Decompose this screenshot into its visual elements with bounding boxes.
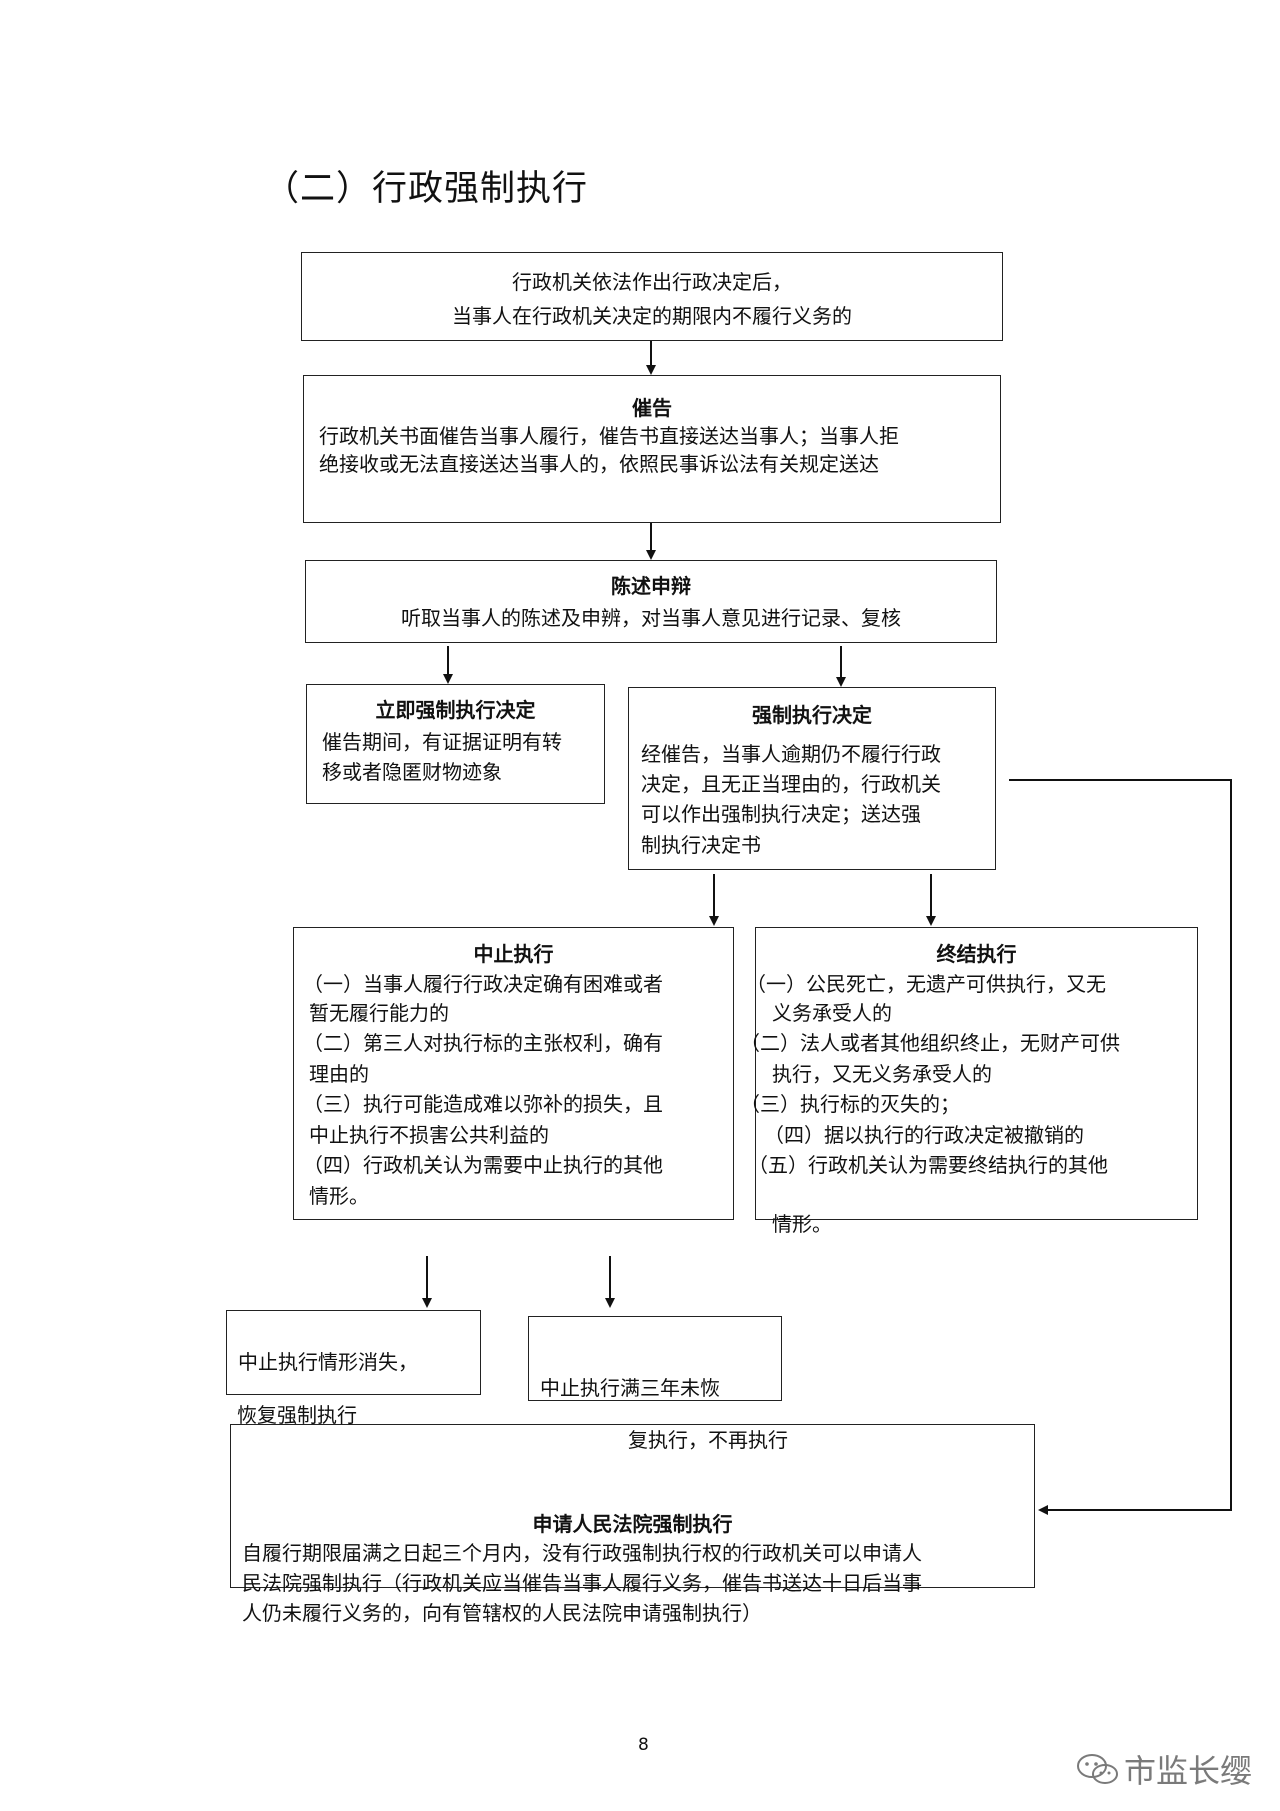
decision-line-2: 决定，且无正当理由的，行政机关: [641, 772, 941, 796]
terminate-line: （五）行政机关认为需要终结执行的其他: [748, 1153, 1108, 1177]
terminate-line: 义务承受人的: [772, 1001, 892, 1025]
decision-line-4: 制执行决定书: [641, 833, 761, 857]
suspend-line: 暂无履行能力的: [309, 1001, 449, 1025]
suspend-line: 情形。: [309, 1184, 369, 1208]
urge-line-1: 行政机关书面催告当事人履行，催告书直接送达当事人；当事人拒: [319, 424, 899, 448]
page-number: 8: [638, 1735, 649, 1755]
suspend-line: 理由的: [309, 1062, 369, 1086]
terminate-line: 情形。: [772, 1212, 832, 1236]
three-year-suspension-box: [528, 1316, 782, 1401]
statement-title: 陈述申辩: [611, 574, 691, 598]
terminate-execution-box: [755, 927, 1198, 1220]
resume-enforcement-box: [226, 1310, 481, 1395]
terminate-line: （四）据以执行的行政决定被撤销的: [764, 1123, 1084, 1147]
start-box: [301, 252, 1003, 341]
terminate-line: （三）执行标的灭失的；: [740, 1092, 960, 1116]
court-application-box: [230, 1424, 1035, 1588]
three-years-line-2: 复执行，不再执行: [628, 1428, 788, 1452]
terminate-line: （二）法人或者其他组织终止，无财产可供: [740, 1031, 1120, 1055]
start-line-1: 行政机关依法作出行政决定后，: [512, 270, 792, 294]
immediate-line-1: 催告期间，有证据证明有转: [322, 730, 562, 754]
enforcement-decision-box: [628, 687, 996, 870]
watermark-text: 市监长缨: [1124, 1752, 1253, 1790]
statement-box: [305, 560, 997, 643]
court-line-1: 自履行期限届满之日起三个月内，没有行政强制执行权的行政机关可以申请人: [242, 1541, 922, 1565]
urge-title: 催告: [632, 396, 672, 420]
immediate-enforcement-box: [306, 684, 605, 804]
court-line-3: 人仍未履行义务的，向有管辖权的人民法院申请强制执行）: [242, 1601, 762, 1625]
suspend-title: 中止执行: [473, 942, 554, 966]
immediate-title: 立即强制执行决定: [375, 698, 536, 722]
court-line-2: 民法院强制执行（行政机关应当催告当事人履行义务，催告书送达十日后当事: [242, 1571, 922, 1595]
urge-box: [303, 375, 1001, 523]
suspend-line: （二）第三人对执行标的主张权利，确有: [303, 1031, 663, 1055]
suspend-execution-box: [293, 927, 734, 1220]
suspend-line: （一）当事人履行行政决定确有困难或者: [303, 972, 663, 996]
terminate-line: （一）公民死亡，无遗产可供执行，又无: [746, 972, 1106, 996]
page-title: （二）行政强制执行: [264, 169, 589, 209]
resume-line-1: 中止执行情形消失，: [238, 1350, 418, 1374]
court-title: 申请人民法院强制执行: [532, 1512, 733, 1536]
immediate-line-2: 移或者隐匿财物迹象: [322, 760, 502, 784]
decision-title: 强制执行决定: [752, 703, 872, 727]
arrow-decision-to-court: [1009, 779, 1232, 1515]
suspend-line: 中止执行不损害公共利益的: [309, 1123, 549, 1147]
statement-line-1: 听取当事人的陈述及申辨，对当事人意见进行记录、复核: [401, 606, 901, 630]
terminate-line: 执行，又无义务承受人的: [772, 1062, 992, 1086]
suspend-line: （四）行政机关认为需要中止执行的其他: [303, 1153, 663, 1177]
decision-line-1: 经催告，当事人逾期仍不履行行政: [641, 742, 941, 766]
three-years-line-1: 中止执行满三年未恢: [540, 1376, 720, 1400]
urge-line-2: 绝接收或无法直接送达当事人的，依照民事诉讼法有关规定送达: [319, 452, 879, 476]
suspend-line: （三）执行可能造成难以弥补的损失，且: [303, 1092, 663, 1116]
resume-line-2: 恢复强制执行: [237, 1403, 357, 1427]
start-line-2: 当事人在行政机关决定的期限内不履行义务的: [452, 304, 852, 328]
decision-line-3: 可以作出强制执行决定；送达强: [641, 802, 921, 826]
terminate-title: 终结执行: [936, 942, 1017, 966]
wechat-icon: [1076, 1752, 1120, 1788]
